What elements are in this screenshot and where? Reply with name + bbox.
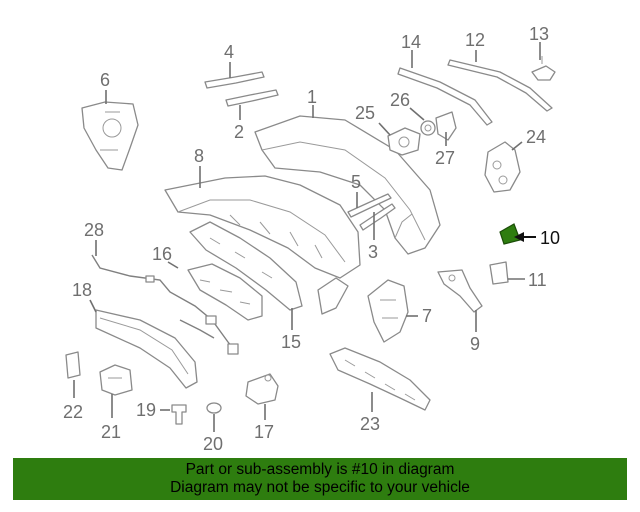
part-26-grommet <box>420 120 436 136</box>
callout-22: 22 <box>63 402 83 422</box>
part-13-fastener <box>531 56 556 81</box>
callout-1: 1 <box>307 87 317 107</box>
part-7-side-bracket <box>367 279 409 343</box>
callout-labels: 1 2 3 4 5 6 7 8 9 10 11 12 13 14 15 16 1… <box>63 24 560 454</box>
part-28-wiring-harness <box>91 254 239 355</box>
part-5-strip <box>347 193 392 218</box>
callout-3: 3 <box>368 242 378 262</box>
part-2-trim-strip <box>225 89 279 107</box>
callout-2: 2 <box>234 122 244 142</box>
callout-17: 17 <box>254 422 274 442</box>
callout-13: 13 <box>529 24 549 44</box>
part-18-reinforcement-bar <box>95 309 198 389</box>
part-15-mount-bracket <box>189 221 303 311</box>
callout-23: 23 <box>360 414 380 434</box>
part-27-clip <box>435 111 457 141</box>
part-21-bracket <box>99 364 133 396</box>
callout-11: 11 <box>528 270 547 290</box>
callout-12: 12 <box>465 30 485 50</box>
parts-diagram: 1 2 3 4 5 6 7 8 9 10 11 12 13 14 15 16 1… <box>63 24 560 454</box>
part-12-molding <box>447 59 553 112</box>
callout-25: 25 <box>355 103 375 123</box>
part-6-bracket <box>81 101 139 171</box>
part-23-lower-deflector <box>329 347 431 411</box>
callout-21: 21 <box>101 422 121 442</box>
callout-14: 14 <box>401 32 421 52</box>
part-9-bracket <box>437 269 483 313</box>
callout-18: 18 <box>72 280 92 300</box>
callout-28: 28 <box>84 220 104 240</box>
callout-27: 27 <box>435 148 455 168</box>
part-10-highlighted <box>499 223 521 245</box>
callout-8: 8 <box>194 146 204 166</box>
banner-line-2: Diagram may not be specific to your vehi… <box>170 479 470 496</box>
callout-9: 9 <box>470 334 480 354</box>
part-8-bumper-lower <box>164 175 361 315</box>
banner-line-1: Part or sub-assembly is #10 in diagram <box>185 461 455 478</box>
part-11-cap <box>489 261 509 285</box>
part-24-bracket <box>484 141 521 193</box>
part-16-mount-bracket <box>187 263 263 321</box>
callout-5: 5 <box>351 172 361 192</box>
part-14-molding <box>397 67 493 126</box>
callout-15: 15 <box>281 332 301 352</box>
callout-4: 4 <box>224 42 234 62</box>
part-20-nut <box>206 402 222 414</box>
part-3-strip <box>359 203 396 231</box>
part-25-sensor-housing <box>387 127 421 156</box>
leader-arrowheads <box>514 232 524 242</box>
callout-7: 7 <box>422 306 432 326</box>
callout-26: 26 <box>390 90 410 110</box>
callout-20: 20 <box>203 434 223 454</box>
part-22-cover-plate <box>65 351 81 379</box>
callout-10: 10 <box>540 228 560 248</box>
info-banner: Part or sub-assembly is #10 in diagram D… <box>13 458 627 500</box>
callout-6: 6 <box>100 70 110 90</box>
callout-19: 19 <box>136 400 156 420</box>
part-17-bracket <box>245 373 279 405</box>
callout-16: 16 <box>152 244 172 264</box>
part-19-bolt <box>171 404 187 425</box>
leader-lines <box>73 42 541 432</box>
part-4-trim-strip <box>204 71 265 89</box>
callout-24: 24 <box>526 127 546 147</box>
